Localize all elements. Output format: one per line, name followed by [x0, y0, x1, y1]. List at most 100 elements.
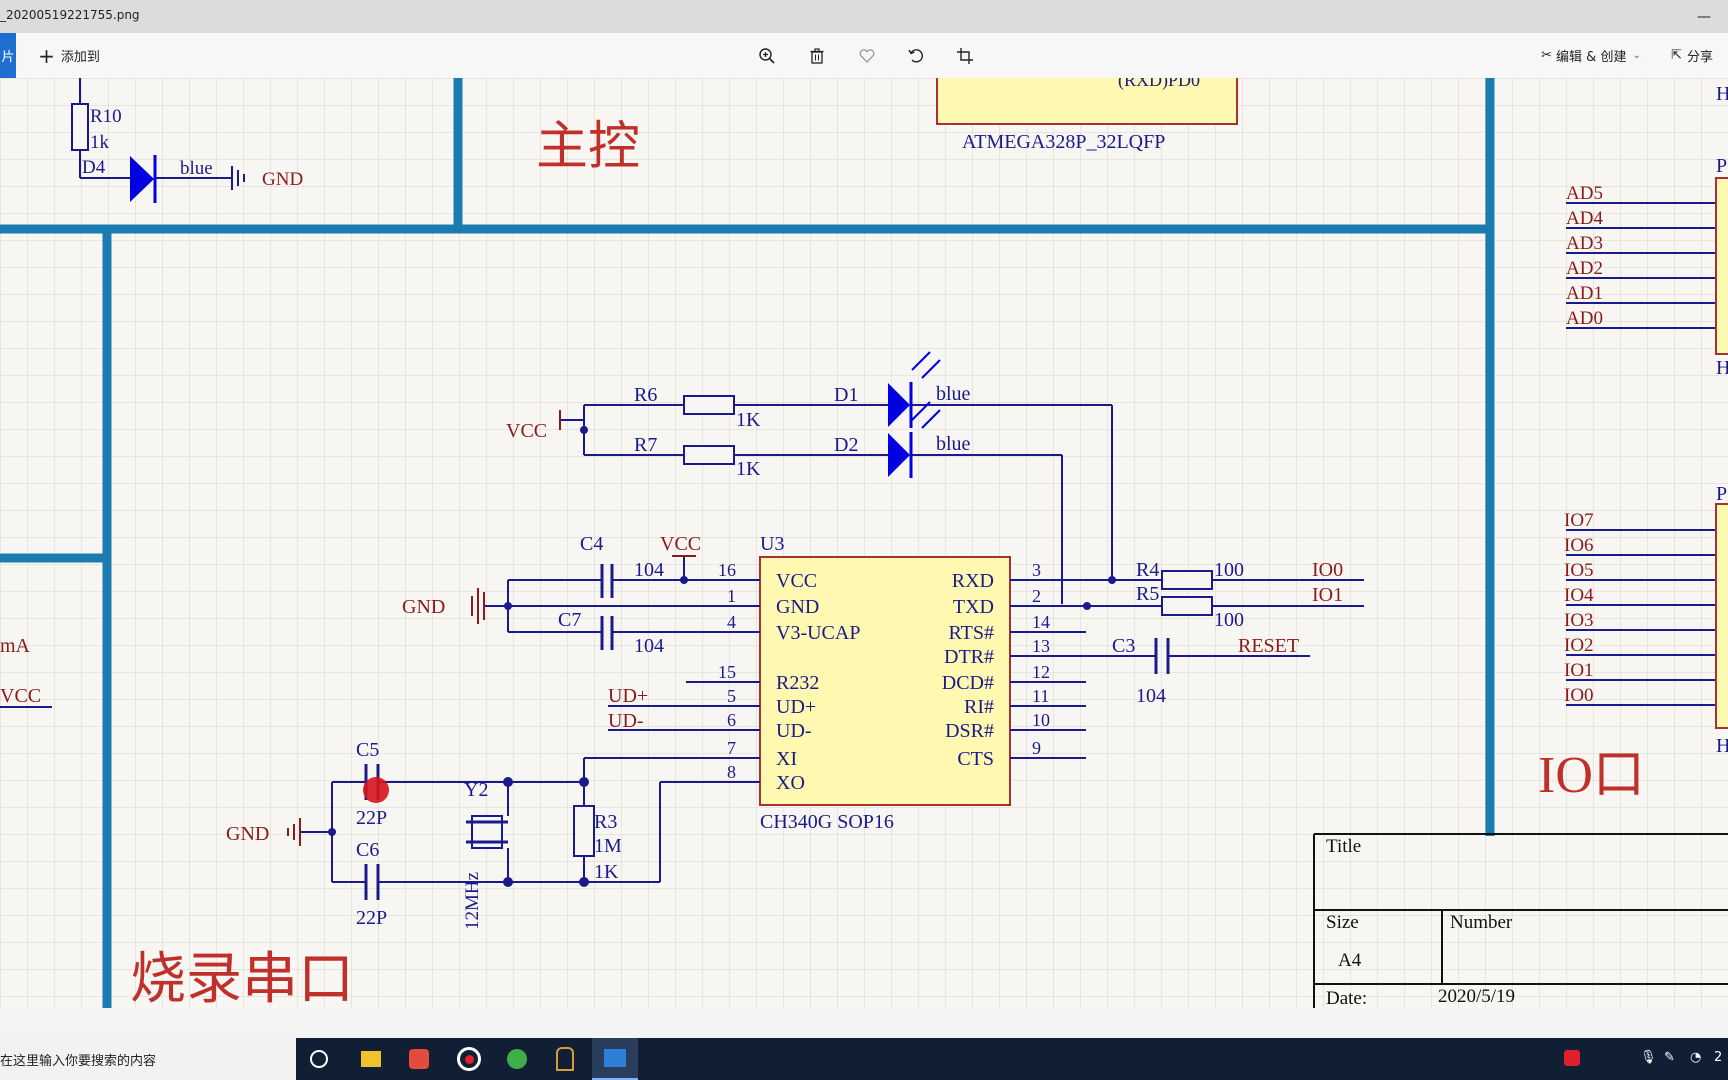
- tb-date-label: Date:: [1326, 988, 1367, 1008]
- u3-part: CH340G SOP16: [760, 811, 894, 833]
- plus-icon: +: [38, 43, 55, 68]
- rotate-icon: [908, 48, 923, 62]
- sogou-ime-icon[interactable]: [1564, 1050, 1580, 1070]
- d4-label: D4: [82, 157, 106, 178]
- vcc-label-left: VCC: [0, 685, 41, 707]
- r7-label: R7: [634, 434, 657, 456]
- photos-back-button[interactable]: 片: [0, 33, 16, 78]
- crop-button[interactable]: [950, 33, 980, 78]
- reset-net: RESET: [1238, 635, 1299, 657]
- u3-pin-number: 11: [1032, 686, 1049, 706]
- wifi-icon[interactable]: ◔: [1690, 1050, 1702, 1065]
- zoom-button[interactable]: [752, 33, 782, 78]
- ud-minus-net: UD-: [608, 710, 644, 732]
- u3-pin-name: DSR#: [945, 720, 994, 742]
- r6-label: R6: [634, 384, 657, 406]
- c6-label: C6: [356, 839, 379, 861]
- io-net-label: IO2: [1564, 635, 1594, 656]
- io1-net: IO1: [1312, 584, 1343, 606]
- x-app-icon: [409, 1049, 429, 1069]
- edit-icon: ✂: [1541, 48, 1553, 63]
- c4-value: 104: [634, 559, 664, 581]
- atmega-pin-text: (RXD)PD0: [1118, 78, 1200, 91]
- taskbar-explorer[interactable]: [348, 1038, 394, 1080]
- tb-number-label: Number: [1450, 912, 1513, 933]
- image-viewer[interactable]: 主控 烧录串口 IO口 (RXD)PD0 ATMEGA328P_32LQFP R…: [0, 78, 1728, 1008]
- r10-d4-circuit: [71, 78, 245, 190]
- io-net-label: IO7: [1564, 510, 1594, 531]
- search-placeholder: 在这里输入你要搜索的内容: [0, 1053, 157, 1069]
- taskbar-photos-active[interactable]: [592, 1038, 638, 1080]
- share-label: 分享: [1686, 50, 1713, 65]
- u3-pin-number: 10: [1032, 710, 1050, 730]
- u3-pin-name: RXD: [952, 570, 994, 592]
- rotate-button[interactable]: [901, 33, 931, 78]
- io-net-label: IO6: [1564, 535, 1594, 556]
- y2-frequency: 12MHz: [462, 872, 483, 930]
- u3-pin-name: DCD#: [942, 672, 994, 694]
- section-title-burn-serial: 烧录串口: [130, 949, 354, 1008]
- io-net-label: IO3: [1564, 610, 1594, 631]
- right-edge-h3: H: [1716, 735, 1728, 757]
- ad-net-label: AD1: [1566, 283, 1603, 304]
- d1-led-icon: [888, 383, 910, 427]
- d1-label: D1: [834, 384, 858, 406]
- tb-size-label: Size: [1326, 912, 1359, 933]
- share-button[interactable]: ⇱ 分享: [1664, 33, 1720, 78]
- u3-right-pins: 3RXD2TXD14RTS#13DTR#12DCD#11RI#10DSR#9CT…: [942, 560, 1086, 770]
- delete-button[interactable]: [802, 33, 832, 78]
- minimize-button[interactable]: —: [1684, 0, 1724, 33]
- u3-pin-name: TXD: [953, 596, 994, 618]
- edit-create-button[interactable]: ✂ 编辑 & 创建 ⌄: [1536, 33, 1646, 78]
- r3-value: 1M: [594, 835, 622, 857]
- taskbar-browser[interactable]: [494, 1038, 540, 1080]
- trash-icon: [810, 47, 824, 64]
- r6-value: 1K: [736, 409, 761, 431]
- taskbar-search-box[interactable]: 在这里输入你要搜索的内容: [0, 1038, 296, 1080]
- c5-label: C5: [356, 739, 379, 761]
- u3-pin-number: 15: [718, 662, 736, 682]
- section-title-io-port: IO口: [1538, 747, 1645, 804]
- task-view-button[interactable]: [296, 1038, 342, 1080]
- u3-pin-number: 6: [727, 710, 736, 730]
- section-title-main-control: 主控: [536, 119, 640, 176]
- u3-pin-number: 7: [727, 738, 736, 758]
- r4-value: 100: [1214, 559, 1244, 581]
- ma-label: mA: [0, 635, 31, 657]
- u3-pin-name: V3-UCAP: [776, 622, 860, 644]
- u3-pin-name: R232: [776, 672, 819, 694]
- microphone-icon[interactable]: 🎙: [1640, 1050, 1657, 1065]
- cortana-circle-icon: [310, 1050, 328, 1068]
- io-net-label: IO0: [1564, 685, 1594, 706]
- favorite-button[interactable]: [852, 33, 882, 78]
- r10-label: R10: [90, 106, 122, 127]
- add-to-button[interactable]: + 添加到: [34, 33, 104, 78]
- taskbar-recorder[interactable]: [446, 1038, 492, 1080]
- c5-value: 22P: [356, 807, 387, 829]
- ad-net-label: AD3: [1566, 233, 1603, 254]
- taskbar-app-xmind[interactable]: [396, 1038, 442, 1080]
- u3-pin-name: CTS: [957, 748, 994, 770]
- u3-pin-number: 14: [1032, 612, 1050, 632]
- y2-label: Y2: [464, 779, 488, 801]
- zoom-icon: [759, 47, 775, 64]
- u3-pin-name: UD-: [776, 720, 812, 742]
- right-edge-p2: P: [1716, 483, 1727, 505]
- vcc-label-led: VCC: [506, 420, 547, 442]
- right-edge-h2: H: [1716, 357, 1728, 379]
- u3-pin-number: 9: [1032, 738, 1041, 758]
- c6-value: 22P: [356, 907, 387, 929]
- io-net-label: IO1: [1564, 660, 1594, 681]
- r7-value: 1K: [736, 458, 761, 480]
- photos-icon: [604, 1049, 626, 1067]
- taskbar-altium[interactable]: [542, 1038, 588, 1080]
- clock-text[interactable]: 2: [1714, 1050, 1723, 1065]
- ad-net-label: AD2: [1566, 258, 1603, 279]
- u3-pin-name: XI: [776, 748, 797, 770]
- window-title: _20200519221755.png: [0, 8, 140, 22]
- folder-icon: [361, 1051, 381, 1067]
- u3-pin-name: XO: [776, 772, 805, 794]
- pen-icon[interactable]: ✎: [1664, 1050, 1675, 1065]
